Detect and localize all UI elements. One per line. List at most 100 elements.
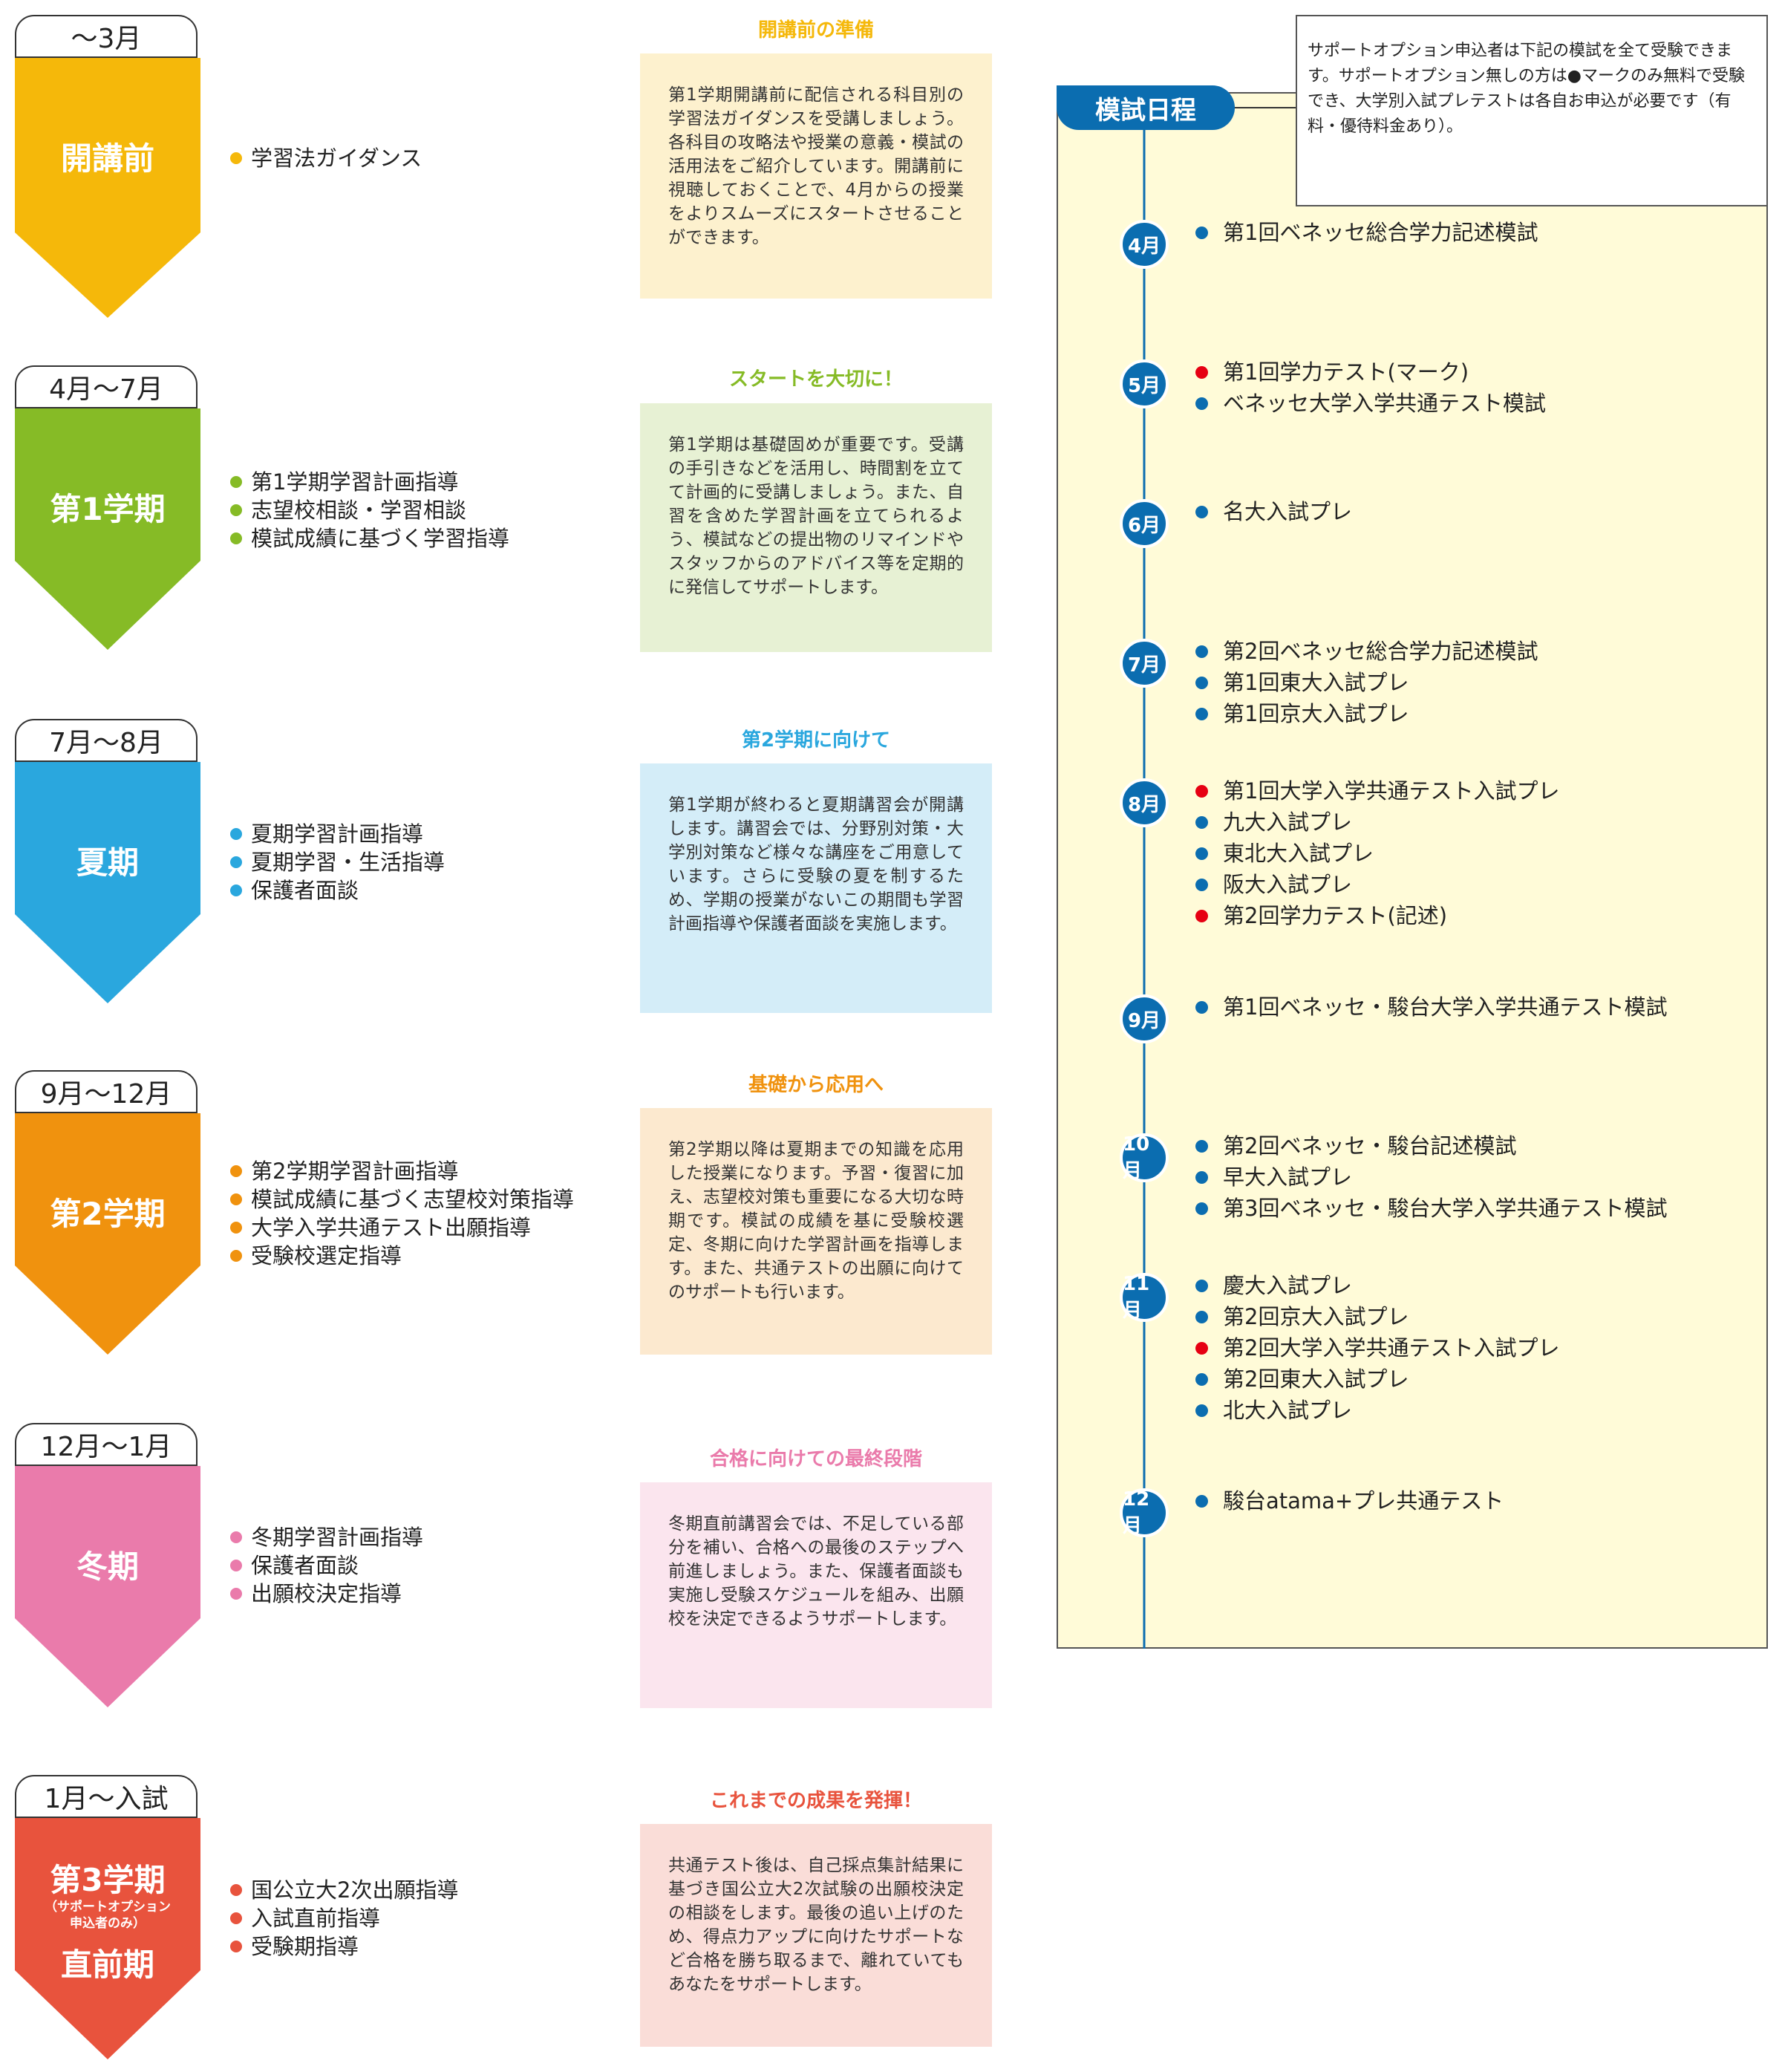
list-item: 冬期学習計画指導 [230,1523,423,1551]
list-item: 受験校選定指導 [230,1242,574,1270]
list-item: 模試成績に基づく志望校対策指導 [230,1185,574,1213]
exam-list: 第1回大学入学共通テスト入試プレ 九大入試プレ 東北大入試プレ 阪大入試プレ 第… [1195,775,1559,931]
phase-period: 4月〜7月 [15,365,198,408]
phase-box-title: これまでの成果を発揮！ [709,1790,922,1812]
exam-list: 第1回学力テスト(マーク) ベネッセ大学入学共通テスト模試 [1195,356,1546,419]
exam-item: 東北大入試プレ [1195,838,1559,869]
exam-item: 早大入試プレ [1195,1162,1667,1193]
exam-dot [1195,1404,1208,1417]
list-item: 保護者面談 [230,1551,423,1580]
phase-items: 夏期学習計画指導 夏期学習・生活指導 保護者面談 [230,820,445,905]
month-badge: 8月 [1120,778,1169,827]
exam-item: 第2回東大入試プレ [1195,1364,1559,1395]
exam-item: 慶大入試プレ [1195,1270,1559,1301]
bullet-dot [230,856,242,868]
list-item: 保護者面談 [230,876,445,905]
exam-item: 第1回東大入試プレ [1195,667,1538,698]
phase-name: 第1学期 [50,491,166,527]
phase-box-text: 第2学期以降は夏期までの知識を応用した授業になります。予習・復習に加え、志望校対… [640,1108,992,1355]
bullet-dot [230,1250,242,1262]
exam-list: 駿台atama+プレ共通テスト [1195,1485,1504,1516]
exam-note-text: サポートオプション申込者は下記の模試を全て受験できます。サポートオプション無しの… [1308,42,1745,136]
exam-item: 第1回ベネッセ総合学力記述模試 [1195,217,1538,248]
phase-items: 第1学期学習計画指導 志望校相談・学習相談 模試成績に基づく学習指導 [230,468,509,553]
exam-item: 阪大入試プレ [1195,869,1559,900]
exam-dot [1195,1139,1208,1153]
bullet-dot [230,1222,242,1234]
exam-list: 第2回ベネッセ総合学力記述模試 第1回東大入試プレ 第1回京大入試プレ [1195,636,1538,729]
exam-schedule-title: 模試日程 [1057,85,1235,130]
phase-arrow [15,408,200,650]
exam-item: 第2回大学入学共通テスト入試プレ [1195,1332,1559,1364]
phase-name-2: 直前期 [60,1946,154,1983]
phase-period: 〜3月 [15,15,198,58]
exam-item: 第2回京大入試プレ [1195,1301,1559,1332]
phase-arrow [15,1466,200,1707]
list-item: 入試直前指導 [230,1904,458,1932]
bullet-dot [230,1193,242,1205]
phase-box-title: 基礎から応用へ [748,1074,884,1096]
phase-period: 1月〜入試 [15,1775,198,1818]
bullet-dot [230,532,242,544]
exam-dot [1195,1310,1208,1323]
list-item: 夏期学習・生活指導 [230,848,445,876]
phase-items: 第2学期学習計画指導 模試成績に基づく志望校対策指導 大学入学共通テスト出願指導… [230,1157,574,1270]
bullet-dot [230,884,242,896]
exam-item: 第2回ベネッセ総合学力記述模試 [1195,636,1538,667]
list-item: 夏期学習計画指導 [230,820,445,848]
list-item: 第2学期学習計画指導 [230,1157,574,1185]
exam-list: 第2回ベネッセ・駿台記述模試 早大入試プレ 第3回ベネッセ・駿台大学入学共通テス… [1195,1130,1667,1224]
exam-list: 慶大入試プレ 第2回京大入試プレ 第2回大学入学共通テスト入試プレ 第2回東大入… [1195,1270,1559,1426]
phase-box-text: 第1学期開講前に配信される科目別の学習法ガイダンスを受講しましょう。各科目の攻略… [640,53,992,299]
exam-dot [1195,784,1208,798]
phase-items: 学習法ガイダンス [230,144,422,172]
exam-note: サポートオプション申込者は下記の模試を全て受験できます。サポートオプション無しの… [1296,15,1768,206]
list-item: 出願校決定指導 [230,1580,423,1608]
exam-dot [1195,1341,1208,1355]
exam-dot [1195,1000,1208,1014]
phase-items: 国公立大2次出願指導 入試直前指導 受験期指導 [230,1876,458,1961]
exam-list: 第1回ベネッセ総合学力記述模試 [1195,217,1538,248]
phase-arrow [15,1113,200,1355]
exam-dot [1195,397,1208,410]
exam-dot [1195,909,1208,922]
exam-dot [1195,226,1208,239]
bullet-dot [230,1941,242,1952]
month-badge: 6月 [1120,499,1169,548]
list-item: 大学入学共通テスト出願指導 [230,1213,574,1242]
phase-box-text: 第1学期が終わると夏期講習会が開講します。講習会では、分野別対策・大学別対策など… [640,763,992,1013]
bullet-dot [230,476,242,488]
exam-dot [1195,505,1208,518]
month-badge: 4月 [1120,220,1169,269]
phase-box-text: 第1学期は基礎固めが重要です。受講の手引きなどを活用し、時間割を立てて計画的に受… [640,403,992,652]
exam-list: 第1回ベネッセ・駿台大学入学共通テスト模試 [1195,991,1667,1023]
list-item: 志望校相談・学習相談 [230,496,509,524]
bullet-dot [230,1531,242,1543]
list-item: 学習法ガイダンス [230,144,422,172]
exam-schedule-panel [1057,92,1768,1649]
bullet-dot [230,1560,242,1571]
exam-dot [1195,645,1208,658]
list-item: 第1学期学習計画指導 [230,468,509,496]
exam-item: 第2回学力テスト(記述) [1195,900,1559,931]
exam-dot [1195,1279,1208,1292]
bullet-dot [230,828,242,840]
phase-period: 12月〜1月 [15,1423,198,1466]
phase-name: 冬期 [76,1548,139,1585]
exam-item: 北大入試プレ [1195,1395,1559,1426]
phase-box-title: 開講前の準備 [757,19,874,42]
month-badge: 5月 [1120,359,1169,408]
exam-dot [1195,847,1208,860]
phase-arrow [15,58,200,318]
phase-box-title: 第2学期に向けて [741,729,891,752]
bullet-dot [230,1165,242,1177]
phase-period: 7月〜8月 [15,719,198,762]
exam-item: 第1回ベネッセ・駿台大学入学共通テスト模試 [1195,991,1667,1023]
bullet-dot [230,504,242,516]
exam-dot [1195,707,1208,720]
phase-name: 第3学期 [50,1862,166,1898]
list-item: 国公立大2次出願指導 [230,1876,458,1904]
exam-dot [1195,365,1208,379]
month-badge: 9月 [1120,994,1169,1043]
